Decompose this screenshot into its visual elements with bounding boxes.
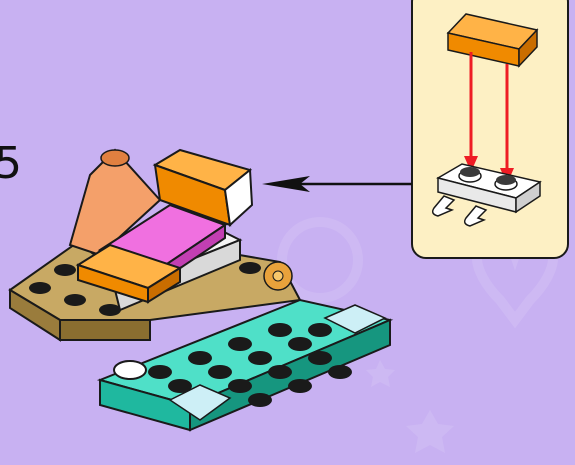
- flower-icon: [264, 262, 292, 290]
- callout-box: [412, 0, 568, 258]
- bg-star-icon-small: [366, 360, 395, 387]
- bg-star-icon: [406, 410, 454, 453]
- pointer-arrow-icon: [262, 176, 412, 192]
- model-assembly: [10, 150, 390, 430]
- white-round-stud-icon: [114, 361, 146, 379]
